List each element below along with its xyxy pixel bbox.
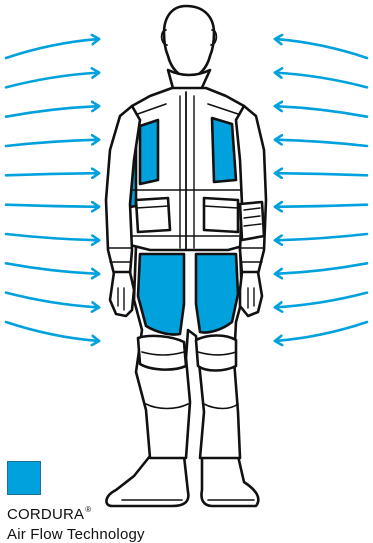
right-airflow-arrow: [276, 322, 367, 341]
right-airflow-arrow: [276, 234, 367, 240]
right-airflow-arrow: [276, 73, 367, 88]
right-airflow-arrow: [276, 106, 367, 117]
left-airflow-arrow: [6, 293, 98, 308]
left-airflow-arrow: [6, 39, 98, 58]
legend-brand: CORDURA®: [7, 507, 90, 522]
left-airflow-arrow: [6, 106, 98, 117]
left-chest-mesh: [140, 120, 158, 184]
left-airflow-arrow: [6, 205, 98, 207]
left-airflow-arrow: [6, 73, 98, 88]
left-airflow-arrow: [6, 234, 98, 240]
left-thigh-mesh: [138, 254, 184, 335]
rider-figure: [106, 6, 266, 506]
legend: CORDURA® Air Flow Technology: [7, 461, 207, 542]
left-pocket: [136, 198, 170, 232]
left-airflow-arrow: [6, 322, 98, 341]
right-airflow-arrows: [276, 39, 367, 341]
legend-brand-name: CORDURA: [7, 506, 84, 523]
right-airflow-arrow: [276, 263, 367, 274]
legend-caption: Air Flow Technology: [7, 527, 145, 542]
left-airflow-arrow: [6, 263, 98, 274]
rider-head: [164, 6, 214, 78]
right-airflow-arrow: [276, 173, 367, 175]
right-airflow-arrow: [276, 39, 367, 58]
right-airflow-arrow: [276, 293, 367, 308]
registered-mark: ®: [85, 505, 91, 514]
left-hand: [110, 272, 134, 316]
left-airflow-arrow: [6, 173, 98, 175]
left-airflow-arrows: [6, 39, 98, 341]
right-airflow-arrow: [276, 140, 367, 146]
right-boot: [201, 456, 258, 506]
left-airflow-arrow: [6, 140, 98, 146]
right-hand: [240, 272, 262, 316]
right-pocket: [204, 198, 238, 232]
legend-color-swatch: [7, 461, 41, 495]
right-thigh-mesh: [196, 254, 238, 333]
right-airflow-arrow: [276, 205, 367, 207]
right-chest-mesh: [212, 118, 236, 182]
